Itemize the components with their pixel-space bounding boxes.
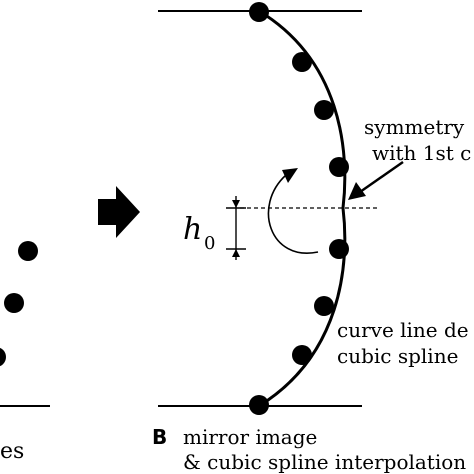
h0-label: h (183, 212, 202, 247)
symmetry-pointer-arrowhead-icon (348, 182, 366, 200)
panel-a-point-3 (0, 347, 6, 367)
mirror-rotation-arc (267, 174, 319, 254)
panel-b-letter: B (152, 425, 167, 449)
curve-point-5 (329, 239, 349, 259)
curve-point-6 (314, 296, 334, 316)
symmetry-pointer-line (359, 160, 404, 194)
curve-point-1 (249, 2, 269, 22)
curve-point-7 (292, 345, 312, 365)
h0-bottom-arrow-icon (232, 249, 240, 257)
symmetry-label-line2: with 1st c (372, 141, 471, 165)
h0-top-arrow-icon (232, 200, 240, 208)
panel-b: h 0 symmetry with 1st c curve line de cu… (152, 2, 471, 474)
curve-point-2 (292, 52, 312, 72)
panel-a-label-fragment: es (0, 439, 24, 464)
spline-curve (258, 9, 347, 408)
panel-a-point-1 (18, 241, 38, 261)
curve-label-line1: curve line de (337, 318, 469, 342)
panel-a: es (0, 241, 50, 464)
panel-a-point-2 (4, 293, 24, 313)
curve-point-4 (329, 157, 349, 177)
h0-dimension: h 0 (183, 196, 246, 260)
panel-b-caption-line2: & cubic spline interpolation (183, 450, 466, 474)
panel-b-caption-line1: mirror image (183, 425, 317, 449)
transition-arrow-icon (98, 186, 140, 238)
h0-subscript: 0 (204, 233, 215, 254)
curve-point-3 (314, 100, 334, 120)
mirror-rotation-arrowhead-icon (282, 168, 298, 183)
curve-label-line2: cubic spline (337, 344, 458, 368)
symmetry-label-line1: symmetry (364, 115, 465, 139)
curve-point-8 (249, 395, 269, 415)
